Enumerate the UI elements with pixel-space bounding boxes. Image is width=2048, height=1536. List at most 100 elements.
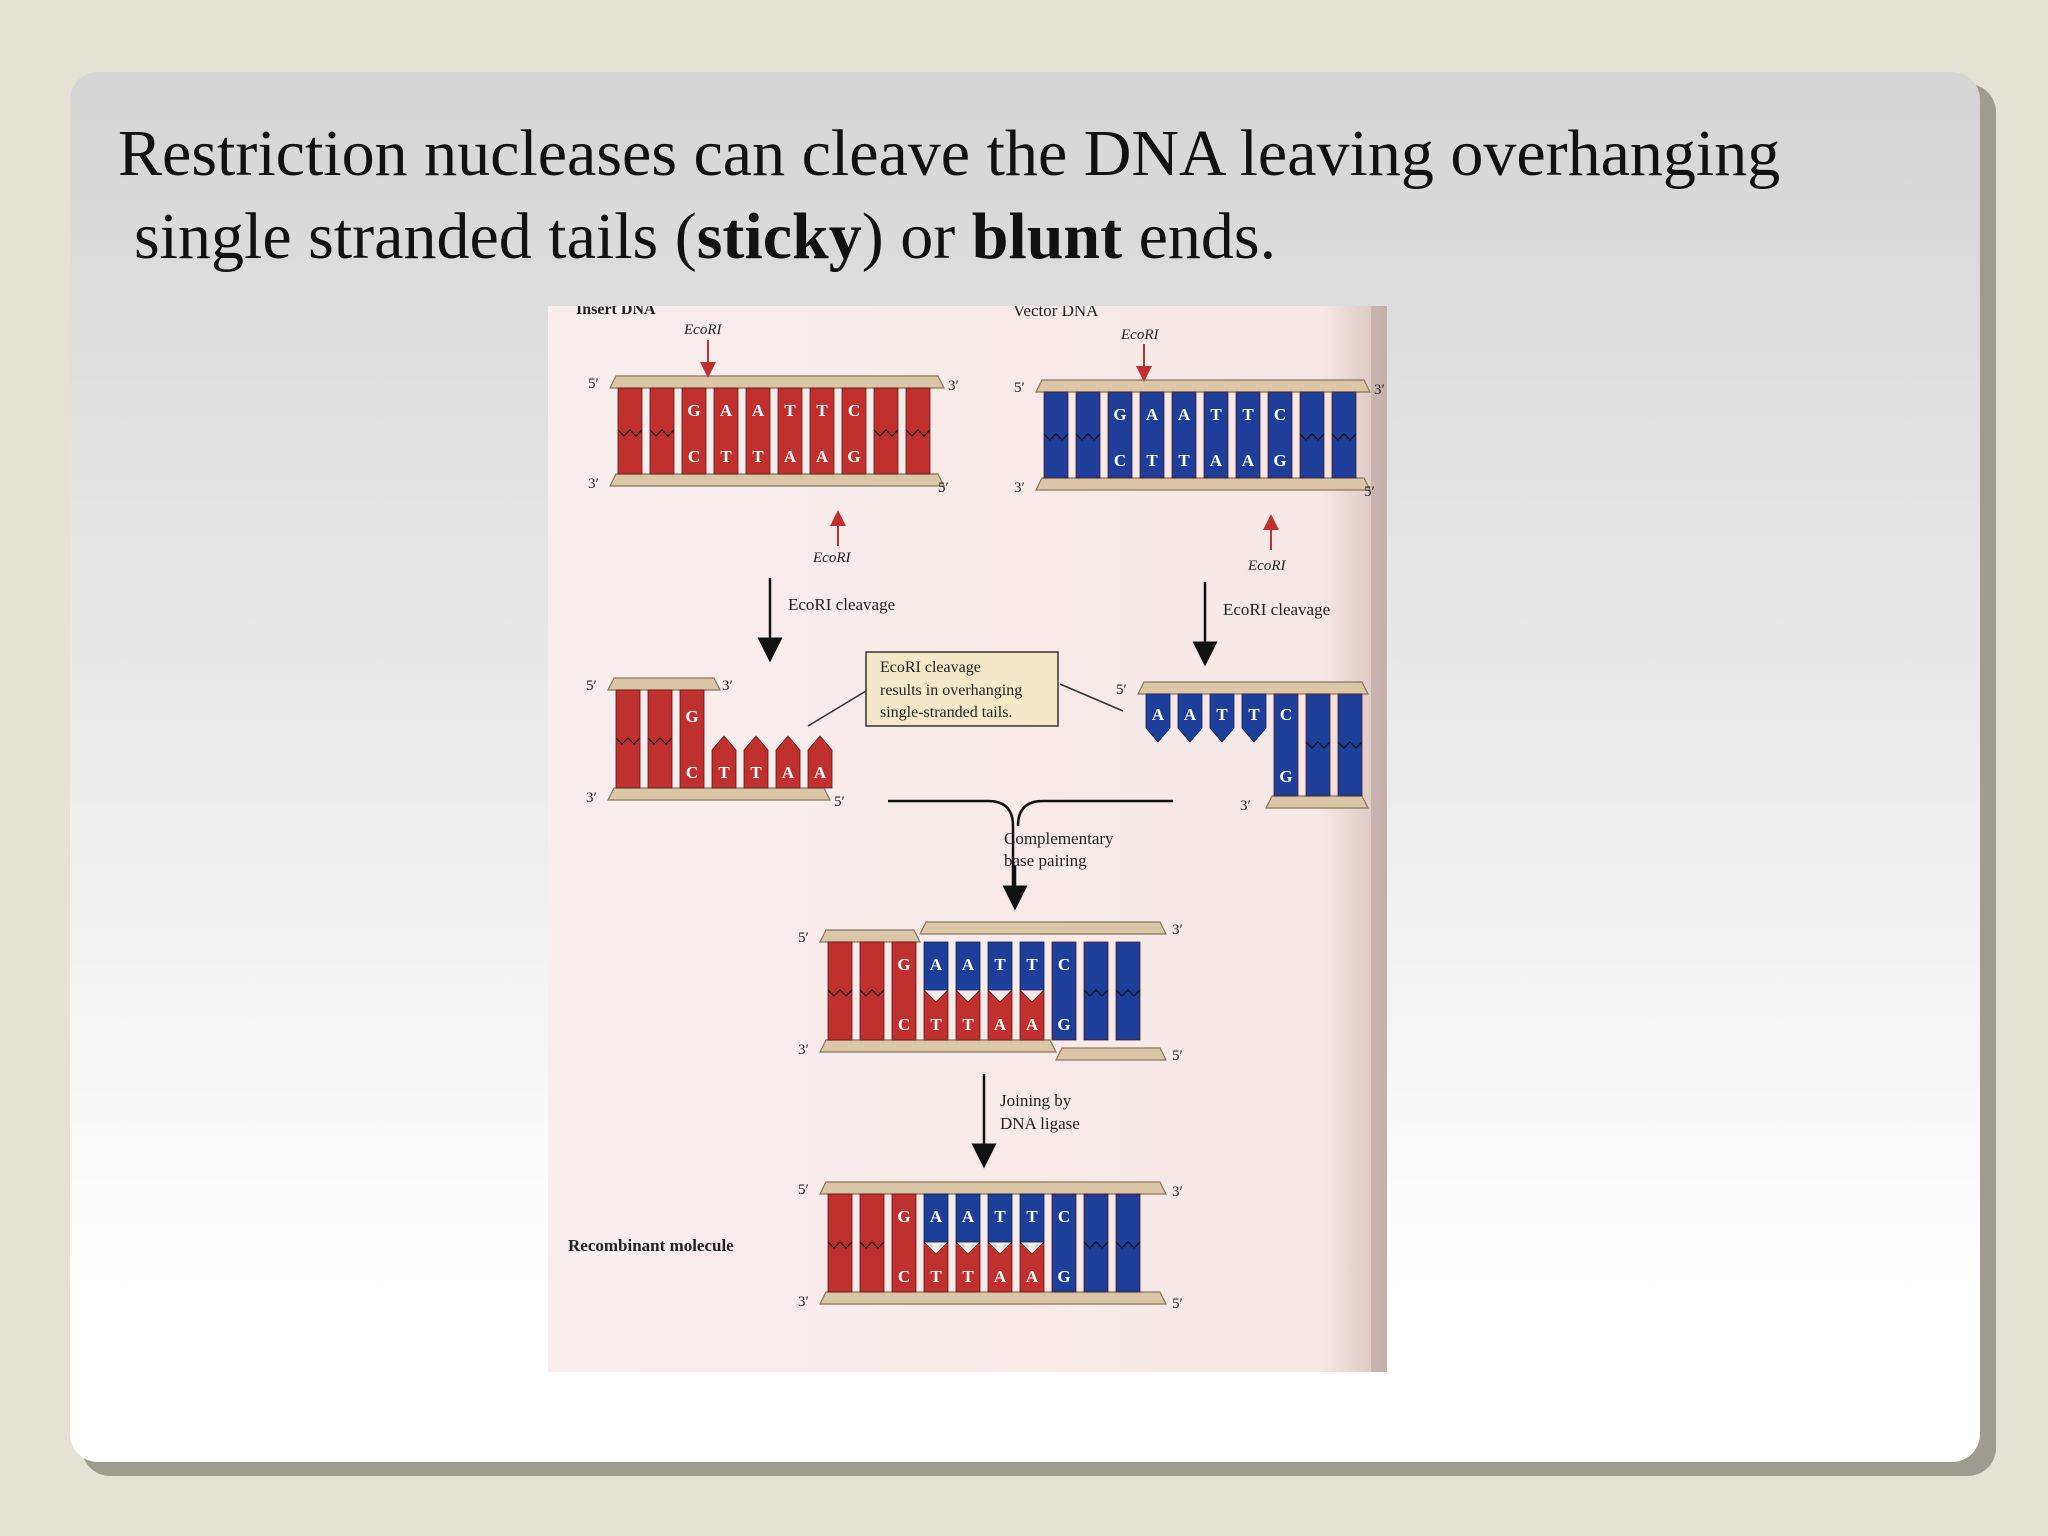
top-base-letter: C xyxy=(1280,705,1292,724)
top-backbone xyxy=(609,375,945,389)
callout-pointer xyxy=(1059,683,1124,712)
base-pair-bar xyxy=(617,387,643,475)
top-backbone xyxy=(1137,681,1369,695)
bottom-base-letter: G xyxy=(1057,1015,1070,1034)
base-pair-bar xyxy=(1267,391,1293,479)
bottom-base-letter: T xyxy=(962,1267,974,1286)
hydrogen-bond xyxy=(1083,1241,1109,1249)
five-prime-label: 5′ xyxy=(798,930,809,946)
bottom-base-letter: T xyxy=(1178,451,1190,470)
ligase-label-1: Joining by xyxy=(1000,1091,1072,1110)
insert-strand-base xyxy=(1019,989,1045,1041)
title-line-1: Restriction nucleases can cleave the DNA… xyxy=(118,117,1781,190)
three-prime-label: 3′ xyxy=(722,678,733,694)
base-pair-bar xyxy=(891,941,917,1041)
ecori-label-insert-bottom: EcoRI xyxy=(812,550,851,566)
top-base-letter: G xyxy=(687,401,700,420)
vector-dna-label: Vector DNA xyxy=(1013,306,1099,320)
bottom-base-letter: A xyxy=(1026,1015,1039,1034)
hydrogen-bond xyxy=(827,1241,853,1249)
pairing-label-1: Complementary xyxy=(1004,829,1114,848)
top-base-letter: T xyxy=(816,401,828,420)
bottom-base-letter: T xyxy=(962,1015,974,1034)
hydrogen-bond xyxy=(1115,989,1141,997)
three-prime-label: 3′ xyxy=(586,790,597,806)
insert-dna-label: Insert DNA xyxy=(576,306,656,318)
three-prime-label: 3′ xyxy=(1172,922,1183,938)
bottom-base-letter: A xyxy=(814,763,827,782)
top-base-letter: T xyxy=(1210,405,1222,424)
ecori-label-vector-bottom: EcoRI xyxy=(1247,558,1286,574)
sticky-tail-base xyxy=(1145,693,1171,743)
five-prime-label: 5′ xyxy=(1364,484,1375,500)
hydrogen-bond xyxy=(647,737,673,745)
vector-strand-base xyxy=(987,941,1013,991)
base-pair-bar xyxy=(1115,941,1141,1041)
top-base-letter: T xyxy=(1026,955,1038,974)
top-base-letter: G xyxy=(685,707,698,726)
base-pair-bar xyxy=(841,387,867,475)
callout-box xyxy=(865,651,1059,727)
base-pair-bar xyxy=(1083,941,1109,1041)
sticky-tail-base xyxy=(1209,693,1235,743)
top-base-letter: A xyxy=(1178,405,1191,424)
bottom-base-letter: T xyxy=(718,763,730,782)
base-pair-bar xyxy=(1299,391,1325,479)
vector-strand-base xyxy=(923,1193,949,1243)
ecori-label-vector-top: EcoRI xyxy=(1120,327,1159,343)
top-base-letter: A xyxy=(1152,705,1165,724)
three-prime-label: 3′ xyxy=(948,378,959,394)
top-base-letter: A xyxy=(962,1207,975,1226)
sticky-tail-base xyxy=(711,735,737,789)
bottom-backbone xyxy=(819,1039,1057,1053)
bottom-backbone xyxy=(1055,1047,1167,1061)
top-base-letter: G xyxy=(1113,405,1126,424)
three-prime-label: 3′ xyxy=(798,1294,809,1310)
top-base-letter: T xyxy=(1216,705,1228,724)
callout-line-2: results in overhanging xyxy=(880,682,1022,699)
top-base-letter: A xyxy=(1184,705,1197,724)
bottom-base-letter: A xyxy=(784,447,797,466)
insert-strand-base xyxy=(923,989,949,1041)
bottom-base-letter: C xyxy=(898,1015,910,1034)
bottom-base-letter: A xyxy=(994,1015,1007,1034)
bottom-base-letter: C xyxy=(686,763,698,782)
hydrogen-bond xyxy=(873,429,899,437)
hydrogen-bond xyxy=(1075,433,1101,441)
bottom-backbone xyxy=(607,787,831,801)
bottom-base-letter: G xyxy=(1273,451,1286,470)
top-base-letter: A xyxy=(962,955,975,974)
base-pair-bar xyxy=(1139,391,1165,479)
sticky-tail-base xyxy=(1241,693,1267,743)
insert-strand-base xyxy=(1019,1241,1045,1293)
top-backbone xyxy=(607,677,721,691)
three-prime-label: 3′ xyxy=(1374,382,1385,398)
bottom-base-letter: A xyxy=(782,763,795,782)
insert-strand-base xyxy=(923,1241,949,1293)
base-pair-bar xyxy=(1115,1193,1141,1293)
figure-svg: Insert DNA Vector DNA 5′3′3′5′GCATATTATA… xyxy=(548,306,1387,1372)
base-pair-bar xyxy=(1337,693,1363,797)
hydrogen-bond xyxy=(827,989,853,997)
bottom-base-letter: C xyxy=(898,1267,910,1286)
hydrogen-bond xyxy=(1043,433,1069,441)
bottom-backbone xyxy=(1035,477,1371,491)
base-pair-bar xyxy=(777,387,803,475)
top-backbone xyxy=(919,921,1167,935)
top-backbone xyxy=(819,1181,1167,1195)
base-pair-bar xyxy=(1051,1193,1077,1293)
top-backbone xyxy=(819,929,921,943)
five-prime-label: 5′ xyxy=(1014,380,1025,396)
top-base-letter: A xyxy=(752,401,765,420)
base-pair-bar xyxy=(809,387,835,475)
base-pair-bar xyxy=(1203,391,1229,479)
base-pair-bar xyxy=(713,387,739,475)
top-base-letter: T xyxy=(994,1207,1006,1226)
top-base-letter: T xyxy=(1248,705,1260,724)
base-pair-bar xyxy=(1305,693,1331,797)
base-pair-bar xyxy=(649,387,675,475)
base-pair-bar xyxy=(859,941,885,1041)
